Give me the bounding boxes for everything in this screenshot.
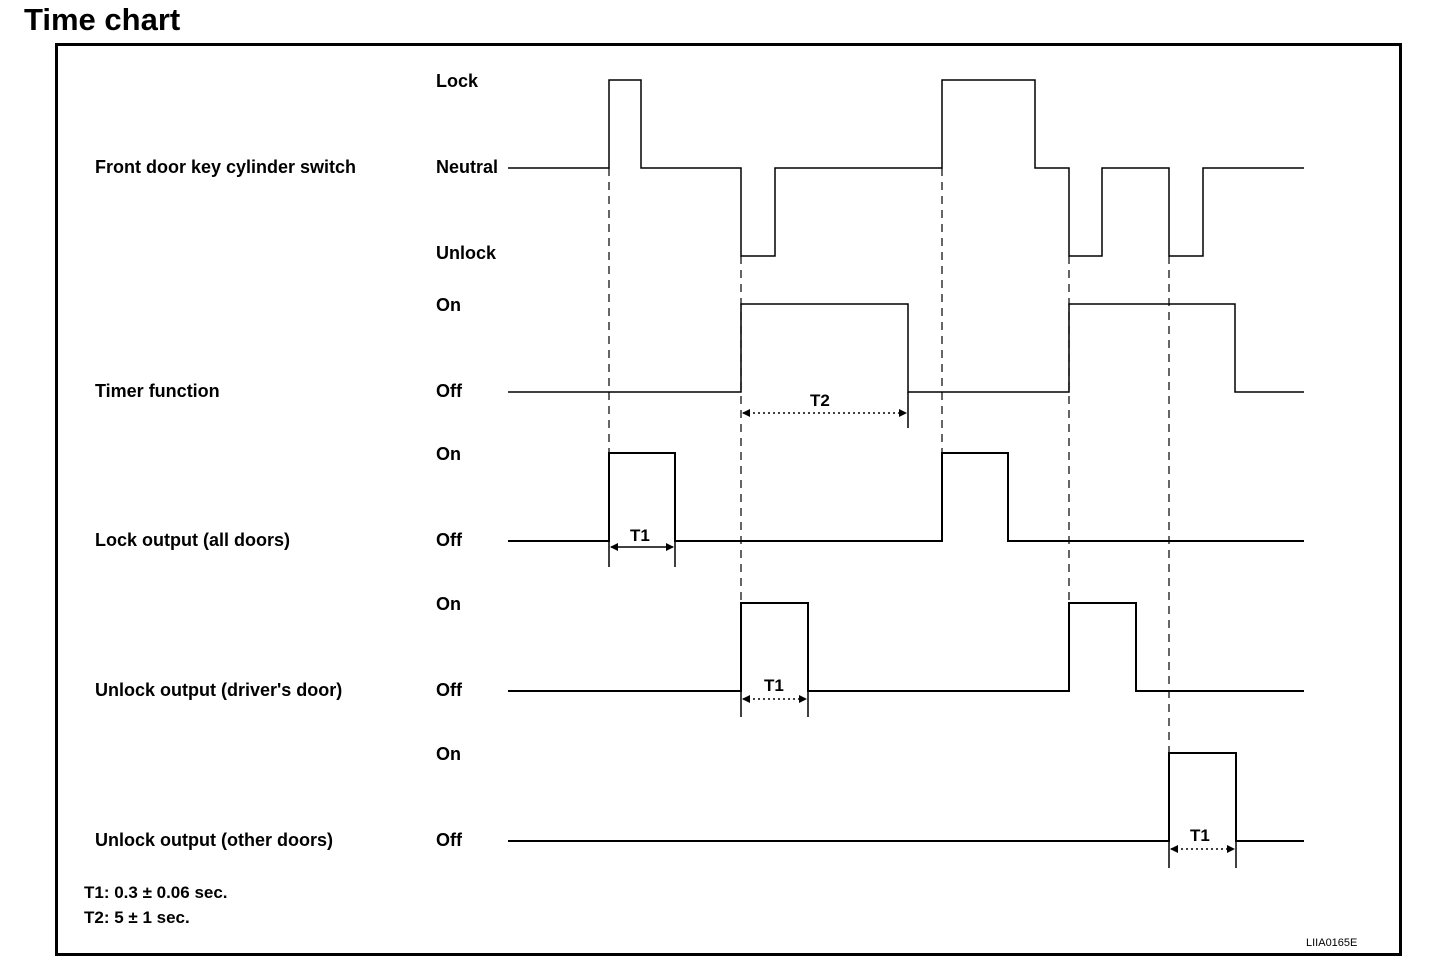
t1-lock-label: T1 <box>630 526 650 545</box>
t1-driver-label: T1 <box>764 676 784 695</box>
signal-name-timer-function: Timer function <box>95 381 220 401</box>
lock-output-waveform <box>508 452 1304 542</box>
signal-name-lock-output-all-doors: Lock output (all doors) <box>95 530 290 550</box>
t1-other-label: T1 <box>1190 826 1210 845</box>
state-label-timer-off: Off <box>436 381 463 401</box>
page-title: Time chart <box>24 2 181 37</box>
state-label-neutral: Neutral <box>436 157 498 177</box>
t2-label: T2 <box>810 391 830 410</box>
state-label-timer-on: On <box>436 295 461 315</box>
t1-tolerance-note: T1: 0.3 ± 0.06 sec. <box>84 883 228 902</box>
diagram-frame <box>55 43 1402 956</box>
state-label-unlock: Unlock <box>436 243 497 263</box>
signal-name-unlock-output-other: Unlock output (other doors) <box>95 830 333 850</box>
key-cylinder-switch-waveform <box>508 79 1304 257</box>
timer-function-waveform <box>508 303 1304 393</box>
state-label-other-unlock-off: Off <box>436 830 463 850</box>
driver-unlock-output-waveform <box>508 602 1304 692</box>
signal-name-unlock-output-driver: Unlock output (driver's door) <box>95 680 342 700</box>
state-label-lock: Lock <box>436 71 479 91</box>
state-label-lock-output-on: On <box>436 444 461 464</box>
state-label-other-unlock-on: On <box>436 744 461 764</box>
signal-name-key-cylinder-switch: Front door key cylinder switch <box>95 157 356 177</box>
other-unlock-output-waveform <box>508 752 1304 842</box>
state-label-driver-unlock-off: Off <box>436 680 463 700</box>
state-label-driver-unlock-on: On <box>436 594 461 614</box>
t2-tolerance-note: T2: 5 ± 1 sec. <box>84 908 190 927</box>
figure-id: LIIA0165E <box>1306 937 1357 949</box>
state-label-lock-output-off: Off <box>436 530 463 550</box>
